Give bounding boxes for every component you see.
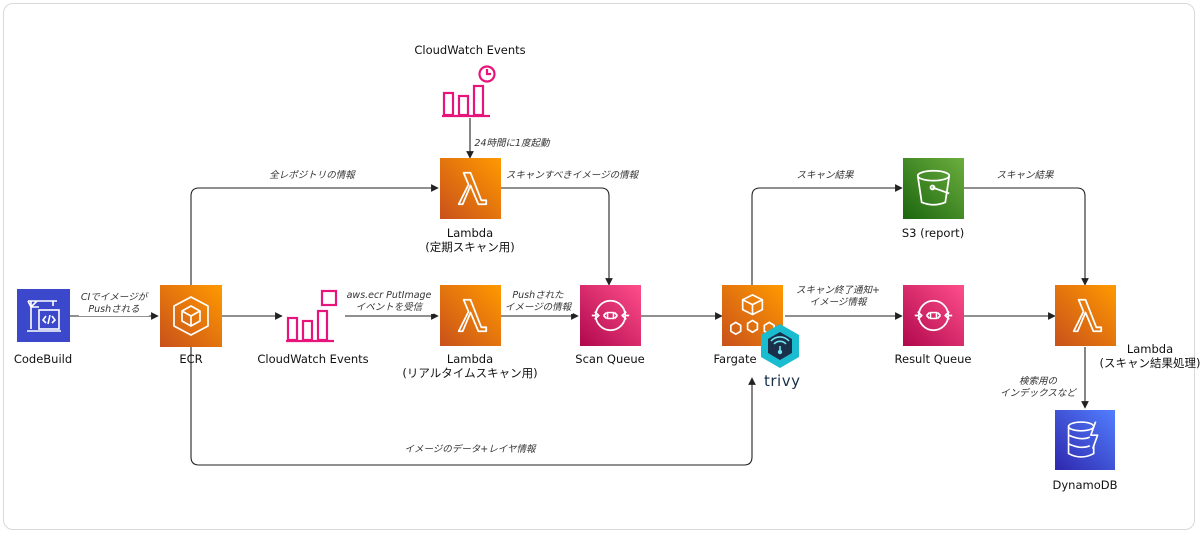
edge-fargate-s3 — [751, 184, 903, 285]
lambda-result-label: Lambda(スキャン結果処理) — [1099, 342, 1200, 370]
sqs-result-queue-icon — [903, 285, 964, 346]
edge-label-scan-result-2: スキャン結果 — [994, 170, 1056, 182]
s3-label: S3 (report) — [901, 226, 965, 240]
s3-bucket-icon — [903, 158, 964, 219]
lambda-realtime-label: Lambda(リアルタイムスキャン用) — [402, 352, 538, 380]
lambda-scheduled-label: Lambda(定期スキャン用) — [425, 226, 515, 254]
edge-label-scan-result-1: スキャン結果 — [794, 170, 856, 182]
fargate-label: Fargate — [713, 352, 757, 366]
lambda-result-icon — [1055, 285, 1116, 346]
edge-label-scan-targets: スキャンすべきイメージの情報 — [503, 170, 641, 182]
trivy-logo-icon — [761, 324, 799, 368]
lambda-realtime-icon — [440, 285, 501, 346]
edge-label-daily: 24時間に1度起動 — [472, 138, 552, 150]
edge-lambdasched-scanqueue — [501, 187, 613, 286]
edge-ecr-lambdasched — [190, 184, 439, 285]
dynamodb-icon — [1055, 410, 1115, 470]
sqs-scan-queue-icon — [580, 285, 641, 346]
trivy-wordmark: trivy — [764, 372, 801, 390]
edge-label-pushed-info: Pushされたイメージの情報 — [502, 290, 574, 314]
edge-label-scan-done: スキャン終了通知+イメージ情報 — [794, 285, 882, 309]
edge-label-index: 検索用のインデックスなど — [998, 376, 1078, 400]
fargate-icon — [722, 285, 783, 346]
diagram-frame — [3, 3, 1195, 530]
codebuild-icon — [17, 289, 70, 342]
edge-label-all-repos: 全レポジトリの情報 — [267, 170, 357, 182]
result-queue-label: Result Queue — [894, 352, 972, 366]
lambda-scheduled-icon — [440, 158, 501, 219]
scan-queue-label: Scan Queue — [575, 352, 645, 366]
dynamodb-label: DynamoDB — [1052, 478, 1118, 492]
edge-s3-lambdaresult — [964, 187, 1089, 286]
cloudwatch-events-mid-icon — [286, 289, 338, 343]
edge-label-image-data: イメージのデータ+レイヤ情報 — [402, 444, 538, 456]
cloudwatch-top-label: CloudWatch Events — [414, 43, 526, 57]
cloudwatch-events-top-icon — [442, 65, 496, 118]
cloudwatch-mid-label: CloudWatch Events — [257, 352, 369, 366]
codebuild-label: CodeBuild — [13, 352, 73, 366]
edge-ecr-fargate — [190, 347, 756, 466]
ecr-label: ECR — [179, 352, 203, 366]
ecr-icon — [160, 285, 222, 347]
